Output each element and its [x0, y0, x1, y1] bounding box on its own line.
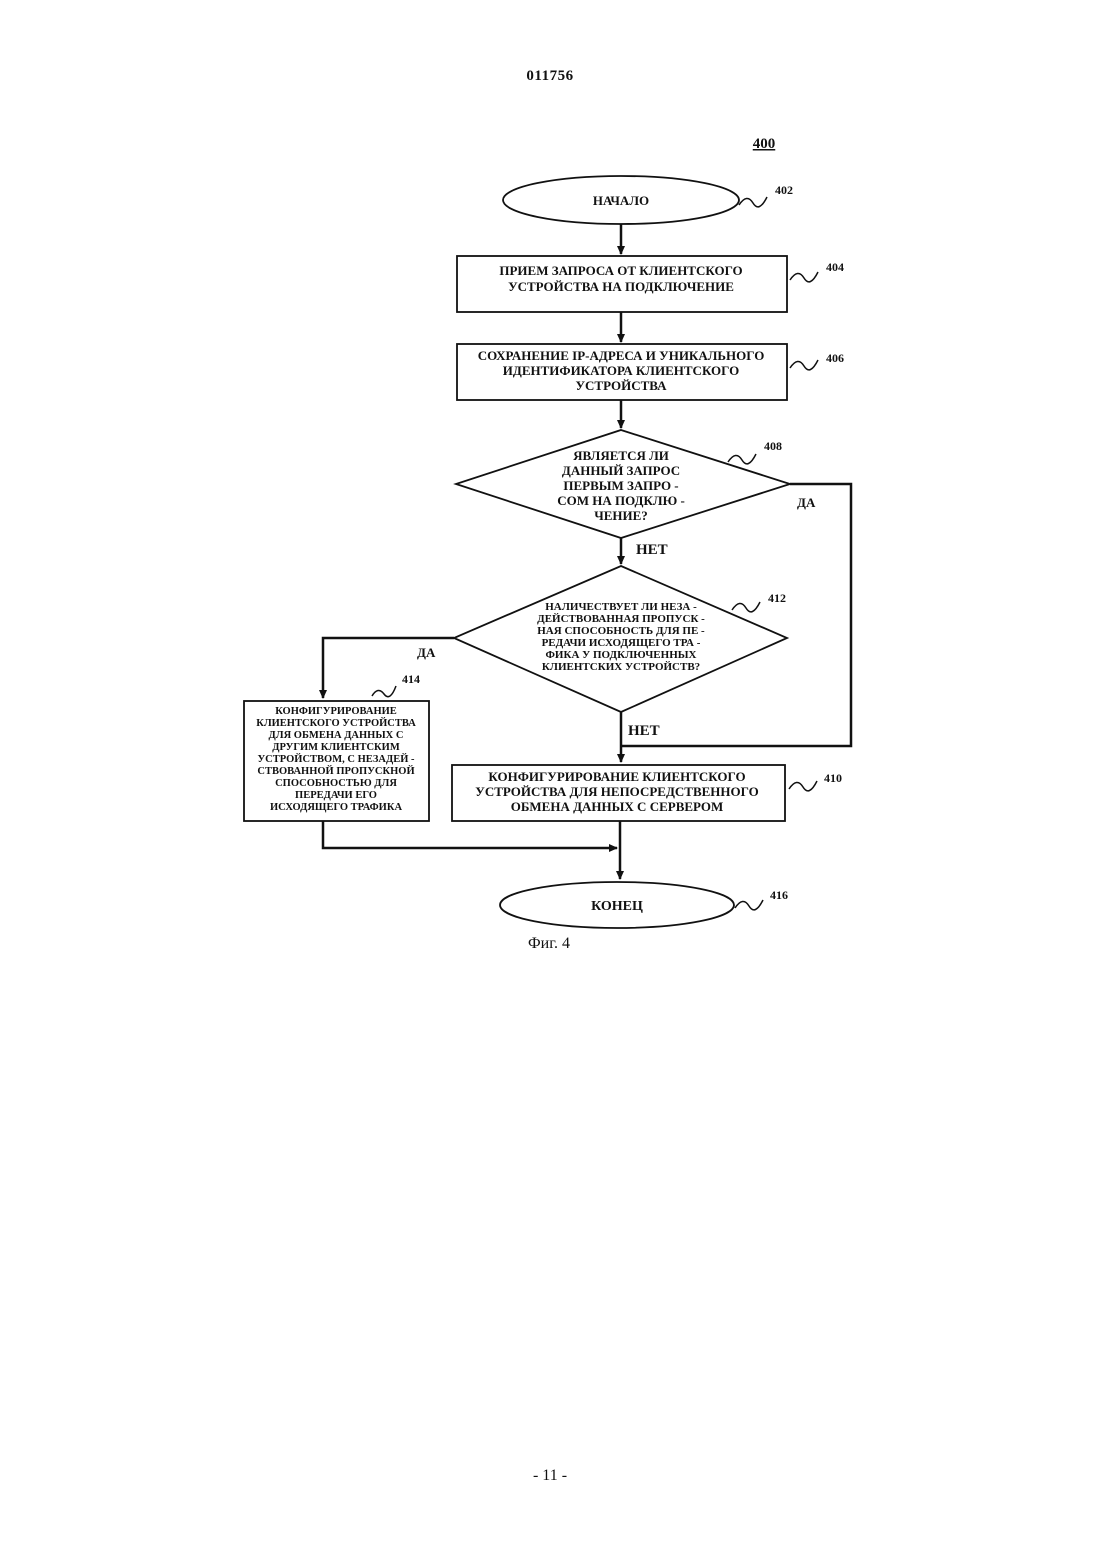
box-414-line-7: СПОСОБНОСТЬЮ ДЛЯ [275, 778, 397, 789]
decision-408-line-5: ЧЕНИЕ? [594, 508, 648, 523]
decision-412-line-4: РЕДАЧИ ИСХОДЯЩЕГО ТРА - [542, 637, 701, 649]
decision-408-line-2: ДАННЫЙ ЗАПРОС [562, 463, 680, 478]
figure-caption: Фиг. 4 [528, 935, 570, 952]
ref-402: 402 [775, 183, 793, 197]
ref-410: 410 [824, 771, 842, 785]
ref-406: 406 [826, 351, 844, 365]
ref-leader-408 [728, 454, 756, 464]
decision-408-line-1: ЯВЛЯЕТСЯ ЛИ [573, 448, 669, 463]
label-412-no: НЕТ [628, 723, 660, 739]
ref-leader-406 [790, 360, 818, 370]
ref-416: 416 [770, 888, 788, 902]
box-414-line-3: ДЛЯ ОБМЕНА ДАННЫХ С [269, 730, 404, 741]
box-414-line-1: КОНФИГУРИРОВАНИЕ [275, 706, 397, 717]
ref-404: 404 [826, 260, 844, 274]
box-404-line-1: ПРИЕМ ЗАПРОСА ОТ КЛИЕНТСКОГО [499, 263, 742, 278]
label-408-no: НЕТ [636, 542, 668, 558]
page-number: - 11 - [0, 1467, 1100, 1485]
decision-412-line-1: НАЛИЧЕСТВУЕТ ЛИ НЕЗА - [545, 601, 697, 613]
decision-408-line-3: ПЕРВЫМ ЗАПРО - [563, 478, 678, 493]
box-414-line-9: ИСХОДЯЩЕГО ТРАФИКА [270, 802, 403, 813]
ref-412: 412 [768, 591, 786, 605]
box-406-line-2: ИДЕНТИФИКАТОРА КЛИЕНТСКОГО [503, 363, 739, 378]
box-410-line-3: ОБМЕНА ДАННЫХ С СЕРВЕРОМ [511, 799, 724, 814]
decision-408-line-4: СОМ НА ПОДКЛЮ - [557, 493, 685, 508]
box-414-line-4: ДРУГИМ КЛИЕНТСКИМ [272, 742, 400, 753]
box-414-line-5: УСТРОЙСТВОМ, С НЕЗАДЕЙ - [257, 753, 415, 765]
decision-412-line-5: ФИКА У ПОДКЛЮЧЕННЫХ [545, 649, 696, 661]
decision-412-line-3: НАЯ СПОСОБНОСТЬ ДЛЯ ПЕ - [537, 625, 705, 637]
label-412-yes: ДА [417, 645, 436, 660]
edge-414-to-end [323, 821, 617, 848]
ref-414: 414 [402, 672, 420, 686]
decision-412-line-6: КЛИЕНТСКИХ УСТРОЙСТВ? [542, 661, 700, 673]
ref-leader-410 [789, 781, 817, 791]
ref-leader-404 [790, 272, 818, 282]
box-414-line-2: КЛИЕНТСКОГО УСТРОЙСТВА [256, 717, 416, 729]
ref-leader-412 [732, 602, 760, 612]
ref-408: 408 [764, 439, 782, 453]
decision-412-line-2: ДЕЙСТВОВАННАЯ ПРОПУСК - [537, 613, 705, 625]
box-410-line-2: УСТРОЙСТВА ДЛЯ НЕПОСРЕДСТВЕННОГО [475, 784, 758, 799]
box-406-line-1: СОХРАНЕНИЕ IP-АДРЕСА И УНИКАЛЬНОГО [478, 348, 765, 363]
ref-leader-402 [739, 197, 767, 207]
box-406-line-3: УСТРОЙСТВА [576, 378, 668, 393]
end-label: КОНЕЦ [591, 899, 643, 914]
box-404-line-2: УСТРОЙСТВА НА ПОДКЛЮЧЕНИЕ [508, 279, 734, 294]
ref-leader-414 [372, 686, 396, 697]
ref-leader-416 [735, 900, 763, 910]
figure-ref-number: 400 [753, 136, 776, 152]
box-414-line-8: ПЕРЕДАЧИ ЕГО [295, 790, 377, 801]
box-414-line-6: СТВОВАННОЙ ПРОПУСКНОЙ [257, 765, 414, 777]
start-label: НАЧАЛО [593, 193, 649, 208]
label-408-yes: ДА [797, 495, 816, 510]
box-410-line-1: КОНФИГУРИРОВАНИЕ КЛИЕНТСКОГО [488, 769, 745, 784]
